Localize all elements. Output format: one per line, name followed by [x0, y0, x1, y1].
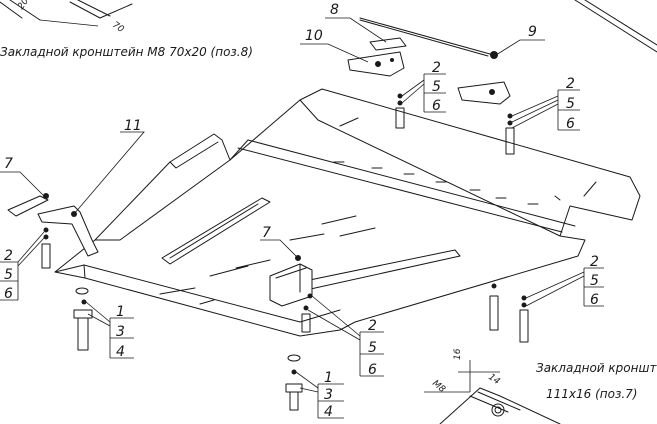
top-brackets	[347, 17, 511, 105]
callout-left-6: 6	[4, 286, 13, 302]
note-bracket-large-line2: 111х16 (поз.7)	[546, 387, 637, 401]
callout-center-5: 5	[368, 340, 377, 356]
left-bracket	[7, 193, 99, 257]
leaders	[0, 17, 604, 419]
callout-bl-4: 4	[116, 344, 125, 360]
callout-bl-1: 1	[116, 304, 125, 320]
callout-right-5: 5	[590, 273, 599, 289]
note-bracket-small: Закладной кронштейн М8 70х20 (поз.8)	[0, 45, 253, 59]
dim-14: 14	[486, 372, 501, 387]
dim-20: 20	[16, 0, 31, 12]
callout-10: 10	[305, 28, 323, 44]
dim-16: 16	[453, 348, 463, 360]
bottom-right-detail: 16 14 M8	[424, 348, 561, 424]
skid-plate	[54, 88, 641, 337]
callout-tr-6: 6	[566, 116, 575, 132]
callout-left-2: 2	[4, 248, 13, 264]
top-left-bracket-fragment: 20 70	[0, 0, 133, 35]
callout-center-6: 6	[368, 362, 377, 378]
top-right-rod	[574, 0, 657, 53]
dim-70: 70	[110, 20, 125, 35]
callout-tl-6: 6	[432, 98, 441, 114]
callout-left-5: 5	[4, 267, 13, 283]
callout-11: 11	[124, 118, 142, 134]
callout-tr-2: 2	[566, 76, 575, 92]
note-bracket-large-line1: Закладной кронштейн	[536, 361, 657, 375]
bolts	[41, 93, 529, 411]
callout-center-2: 2	[368, 318, 377, 334]
dim-m8: M8	[430, 379, 447, 396]
callout-9: 9	[528, 24, 537, 40]
callout-labels: 8 9 10 11 7 7 2 5 6 2 5 6 2 5 6 2 5 6 2 …	[4, 2, 599, 420]
callout-8: 8	[330, 2, 339, 18]
callout-7-center: 7	[262, 225, 271, 241]
callout-right-2: 2	[590, 254, 599, 270]
callout-bc-4: 4	[324, 404, 333, 420]
callout-tl-2: 2	[432, 60, 441, 76]
callout-right-6: 6	[590, 292, 599, 308]
callout-bc-3: 3	[324, 387, 333, 403]
callout-7-left: 7	[4, 156, 13, 172]
callout-bc-1: 1	[324, 370, 333, 386]
callout-tr-5: 5	[566, 96, 575, 112]
callout-tl-5: 5	[432, 79, 441, 95]
callout-bl-3: 3	[116, 324, 125, 340]
